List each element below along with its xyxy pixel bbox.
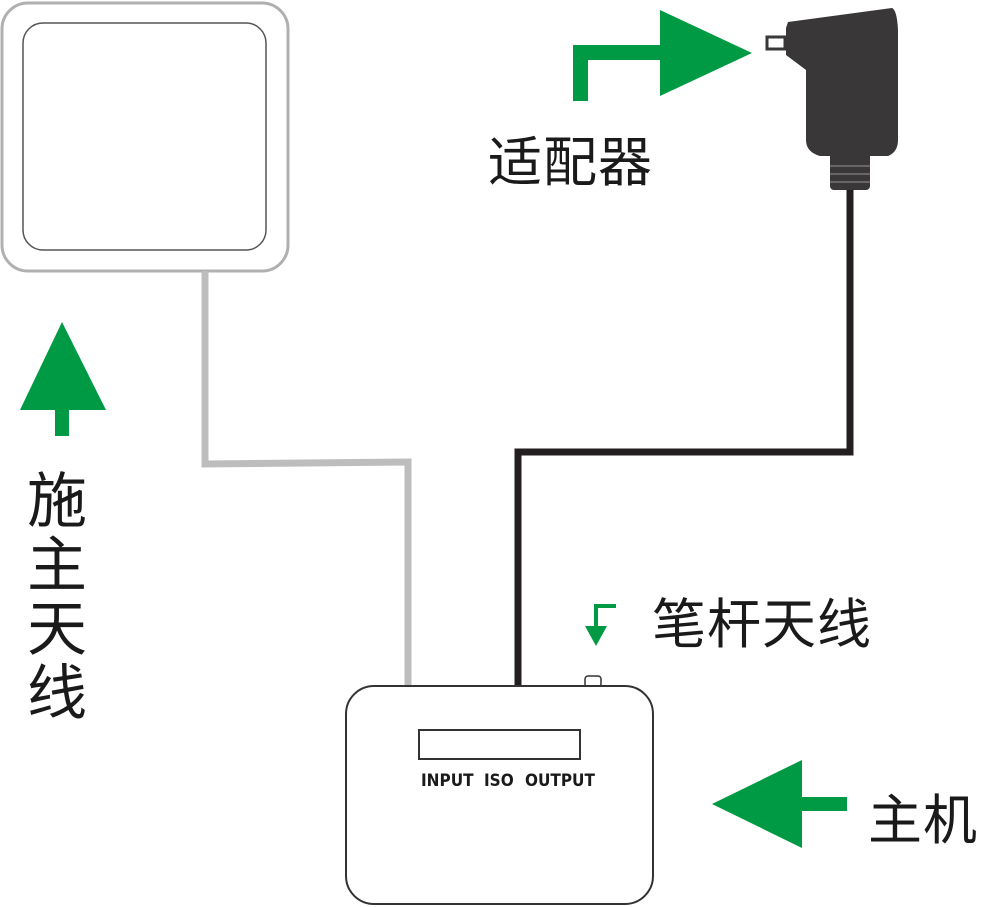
adapter-label: 适配器 [488,131,653,194]
power-adapter [765,8,898,190]
donor-antenna-arrow [20,322,106,436]
host-arrow [712,760,847,848]
whip-antenna-label: 笔杆天线 [652,593,872,656]
power-cable [514,190,854,686]
port-label-iso: ISO [484,771,514,791]
port-label-output: OUTPUT [525,771,595,791]
donor-antenna-panel [0,1,290,273]
host-device [345,675,654,905]
adapter-arrow [573,10,752,101]
donor-antenna-label: 施主天线 [27,467,87,729]
whip-antenna-arrow [585,604,616,646]
host-label: 主机 [868,789,978,852]
port-label-input: INPUT [421,771,474,791]
antenna-cable [201,271,412,686]
